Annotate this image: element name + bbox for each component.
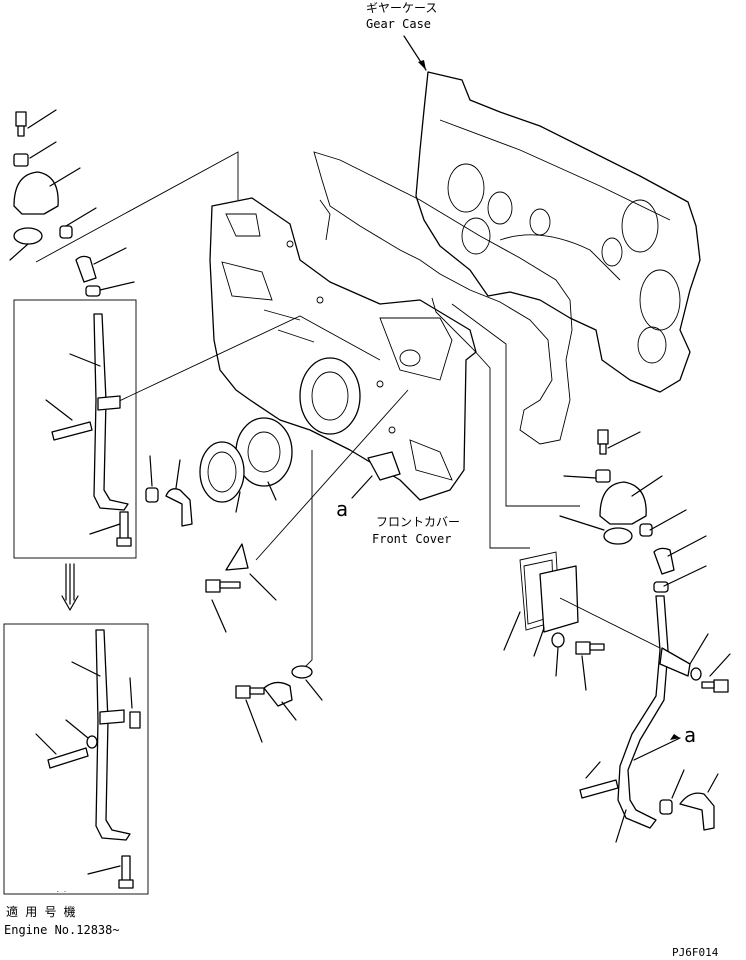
drawing-code: PJ6F014 xyxy=(672,946,719,959)
callout-a1: a xyxy=(336,497,348,521)
ref-line-2 xyxy=(431,297,530,549)
front-cover-label-en: Front Cover xyxy=(372,532,451,546)
applicable-label-jp: 適 用 号 機 xyxy=(6,904,76,919)
breather-plate xyxy=(367,451,401,481)
gear-case-label-en: Gear Case xyxy=(366,17,431,31)
left-upper-box xyxy=(13,299,137,559)
front-cover-label-jp: フロントカバー xyxy=(376,515,460,529)
ref-line-6 xyxy=(255,389,409,561)
lower-box-dots: . . xyxy=(56,887,67,894)
ref-line-4 xyxy=(99,315,381,411)
gear-case-arrow-icon xyxy=(418,60,426,70)
left-breather-parts xyxy=(13,111,101,297)
down-arrow-icon xyxy=(61,563,79,611)
cover-plates xyxy=(519,551,605,655)
front-cover xyxy=(209,197,477,501)
ref-line-1 xyxy=(35,151,239,263)
gear-case-label-jp: ギヤーケース xyxy=(366,1,437,15)
callout-a2-arrow-icon xyxy=(670,734,680,740)
ref-line-5 xyxy=(301,450,313,671)
right-filler-tube xyxy=(579,595,729,831)
engine-number-label: Engine No.12838~ xyxy=(4,923,120,937)
left-lower-box xyxy=(3,623,149,895)
crank-seal xyxy=(199,417,293,503)
callout-a2-leader xyxy=(633,737,681,761)
callout-a1-leader xyxy=(351,475,373,499)
callout-a2: a xyxy=(684,723,696,747)
middle-small-parts xyxy=(145,487,313,707)
ref-line-3 xyxy=(451,303,580,507)
right-breather-parts xyxy=(595,429,675,593)
front-gasket xyxy=(313,151,573,445)
gear-case xyxy=(415,71,701,393)
